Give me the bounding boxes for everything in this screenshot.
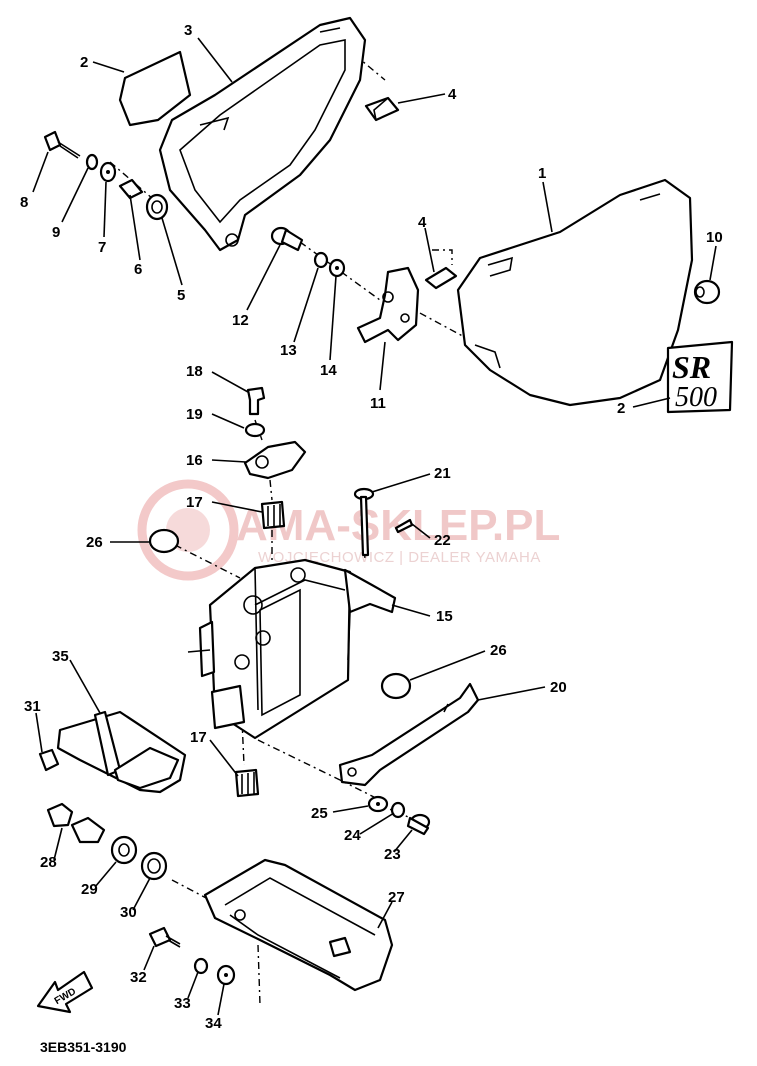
callout-31: 31 xyxy=(24,698,41,715)
leader-lines xyxy=(32,37,717,1016)
callout-25: 25 xyxy=(311,805,328,822)
callout-35: 35 xyxy=(52,648,69,665)
callout-10: 10 xyxy=(706,229,723,246)
callout-15: 15 xyxy=(436,608,453,625)
battery-box xyxy=(187,558,397,740)
callout-32: 32 xyxy=(130,969,147,986)
callout-28: 28 xyxy=(40,854,57,871)
callout-1: 1 xyxy=(538,165,546,182)
callout-8: 8 xyxy=(20,194,28,211)
fasteners-lower-right xyxy=(367,795,431,836)
screw-small-left xyxy=(38,748,60,772)
callout-34: 34 xyxy=(205,1015,222,1032)
callout-9: 9 xyxy=(52,224,60,241)
callout-20: 20 xyxy=(550,679,567,696)
callout-14: 14 xyxy=(320,362,337,379)
callout-numbers: 2 3 4 8 9 7 6 5 1 4 10 12 13 14 11 2 18 … xyxy=(20,22,723,1032)
battery-box-stay xyxy=(338,682,480,787)
callout-3: 3 xyxy=(184,22,192,39)
watermark: AMA-SKLEP.PL WOJCIECHOWICZ | DEALER YAMA… xyxy=(137,479,560,581)
fasteners-bottom xyxy=(148,926,236,986)
grommet-right xyxy=(693,279,721,305)
callout-12: 12 xyxy=(232,312,249,329)
callout-17-lower: 17 xyxy=(190,729,207,746)
watermark-subtitle: WOJCIECHOWICZ | DEALER YAMAHA xyxy=(258,549,541,566)
callout-16: 16 xyxy=(186,452,203,469)
callout-2-upper: 2 xyxy=(80,54,88,71)
side-cover-left xyxy=(158,16,367,252)
mounting-bracket xyxy=(356,266,420,344)
grommet-right-lower xyxy=(380,672,412,700)
damper-lower xyxy=(424,266,458,290)
callout-6: 6 xyxy=(134,261,142,278)
callout-22: 22 xyxy=(434,532,451,549)
callout-5: 5 xyxy=(177,287,185,304)
callout-18: 18 xyxy=(186,363,203,380)
callout-30: 30 xyxy=(120,904,137,921)
battery-hold-parts xyxy=(243,386,307,530)
bolt-pin xyxy=(353,487,414,557)
forward-arrow-icon: FWD xyxy=(36,970,94,1014)
callout-24: 24 xyxy=(344,827,361,844)
lock-assembly xyxy=(46,802,168,881)
callout-21: 21 xyxy=(434,465,451,482)
rear-cover xyxy=(203,858,394,992)
emblem-line1: SR xyxy=(672,349,711,385)
callout-11: 11 xyxy=(370,395,386,412)
bolt-assembly-left xyxy=(43,130,169,221)
callout-27: 27 xyxy=(388,889,405,906)
tool-pouch xyxy=(56,710,187,794)
emblem-line2: 500 xyxy=(675,382,717,413)
diagram-code: 3EB351-3190 xyxy=(40,1039,127,1055)
callout-2-lower: 2 xyxy=(617,400,625,417)
callout-26-lower: 26 xyxy=(490,642,507,659)
side-cover-plate xyxy=(118,50,192,127)
sr500-emblem: SR 500 xyxy=(666,340,734,414)
screw-assembly-center xyxy=(270,226,346,278)
damper-upper xyxy=(364,96,400,122)
callout-7-upper: 7 xyxy=(98,239,106,256)
callout-17-upper: 17 xyxy=(186,494,203,511)
callout-23: 23 xyxy=(384,846,401,863)
callout-4-lower: 4 xyxy=(418,214,427,231)
callout-33: 33 xyxy=(174,995,191,1012)
grommet-lower xyxy=(234,768,260,798)
callout-26-upper: 26 xyxy=(86,534,103,551)
callout-4-upper: 4 xyxy=(448,86,457,103)
grommet-upper xyxy=(148,528,180,554)
callout-19: 19 xyxy=(186,406,203,423)
callout-29: 29 xyxy=(81,881,98,898)
callout-13: 13 xyxy=(280,342,297,359)
side-cover-right xyxy=(456,178,694,407)
